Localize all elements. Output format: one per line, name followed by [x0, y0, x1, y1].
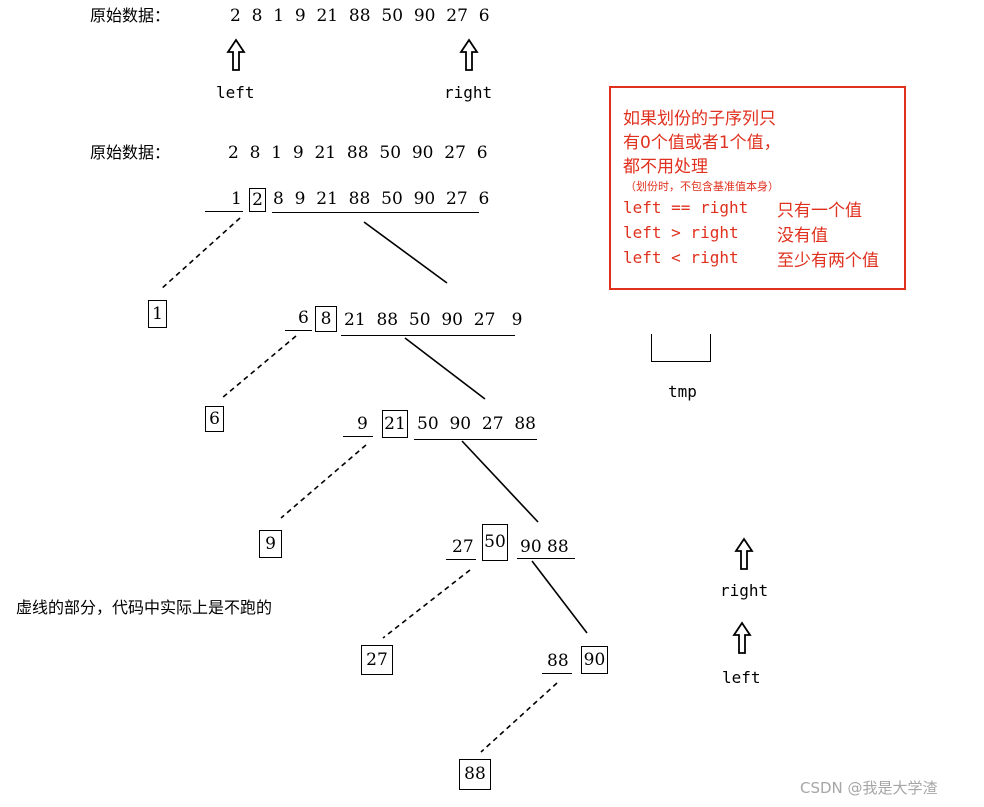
- l3-right-part: 50 90 27 88: [417, 414, 536, 434]
- note-case-3-text: 至少有两个值: [777, 251, 879, 271]
- right-up-arrow-icon: [459, 38, 479, 71]
- l1-right-underline: [272, 212, 479, 213]
- note-case-1-text: 只有一个值: [777, 201, 862, 221]
- l4-dashed-line: [382, 569, 471, 639]
- l3-dashed-line: [280, 444, 367, 519]
- note-case-1-code: left == right: [623, 198, 749, 217]
- l2-pivot-box: 8: [315, 306, 337, 332]
- l3-pivot-box: 21: [382, 410, 408, 438]
- l4-left-part: 27: [452, 537, 474, 557]
- l2-left-underline: [285, 330, 312, 331]
- l4-solid-line: [531, 560, 588, 634]
- raw-data-values-1: 2 8 1 9 21 88 50 90 27 6: [230, 6, 490, 26]
- l2-dashed-line: [221, 335, 297, 399]
- note-line-4: （划份时，不包含基准值本身）: [625, 180, 779, 193]
- side-right-label: right: [720, 581, 769, 600]
- l2-result-box: 6: [205, 406, 224, 432]
- dashed-explanation: 虚线的部分，代码中实际上是不跑的: [16, 598, 273, 617]
- l3-result-box: 9: [259, 530, 282, 558]
- l2-right-part: 21 88 50 90 27 9: [344, 310, 523, 330]
- note-line-3: 都不用处理: [623, 157, 708, 177]
- l1-dashed-line: [159, 217, 241, 291]
- l4-left-underline: [446, 559, 476, 560]
- side-left-label: left: [722, 668, 761, 687]
- note-case-3-code: left < right: [623, 248, 739, 267]
- l5-dashed-line: [480, 682, 558, 753]
- note-box: 如果划份的子序列只 有0个值或者1个值， 都不用处理 （划份时，不包含基准值本身…: [609, 86, 906, 290]
- l2-right-underline: [341, 335, 515, 336]
- l4-right-underline: [517, 558, 575, 559]
- l5-left-part: 88: [547, 651, 569, 671]
- l4-pivot-box: 50: [482, 524, 508, 561]
- l1-solid-line: [363, 221, 448, 284]
- l2-left-part: 6: [298, 308, 309, 328]
- l1-pivot-box: 2: [249, 188, 266, 212]
- left-pointer-label: left: [216, 83, 255, 102]
- raw-data-label-2: 原始数据：: [90, 143, 171, 162]
- watermark: CSDN @我是大学渣: [800, 779, 938, 797]
- l3-left-underline: [343, 436, 373, 437]
- l1-right-part: 8 9 21 88 50 90 27 6: [273, 189, 490, 209]
- l4-result-box: 27: [361, 645, 393, 675]
- note-line-2: 有0个值或者1个值，: [623, 133, 781, 153]
- note-case-2-code: left > right: [623, 223, 739, 242]
- raw-data-label-1: 原始数据：: [90, 6, 171, 25]
- tmp-bracket: [651, 334, 711, 362]
- l4-right-part: 90 88: [520, 537, 569, 557]
- left-up-arrow-icon: [226, 38, 246, 71]
- note-line-1: 如果划份的子序列只: [623, 109, 776, 129]
- l5-pivot-box: 90: [581, 646, 608, 674]
- raw-data-values-2: 2 8 1 9 21 88 50 90 27 6: [228, 143, 488, 163]
- note-case-2-text: 没有值: [777, 226, 828, 246]
- l5-result-box: 88: [459, 759, 491, 790]
- l3-left-part: 9: [357, 414, 368, 434]
- l3-solid-line: [461, 440, 539, 523]
- l1-left-underline: [205, 211, 243, 212]
- l3-right-underline: [414, 439, 537, 440]
- l5-left-underline: [542, 673, 572, 674]
- side-right-up-arrow-icon: [734, 537, 754, 570]
- l2-solid-line: [404, 337, 486, 400]
- l1-left-part: 1: [231, 189, 242, 209]
- right-pointer-label: right: [444, 83, 493, 102]
- side-left-up-arrow-icon: [732, 621, 752, 654]
- tmp-label: tmp: [668, 382, 697, 401]
- l1-result-box: 1: [148, 300, 167, 328]
